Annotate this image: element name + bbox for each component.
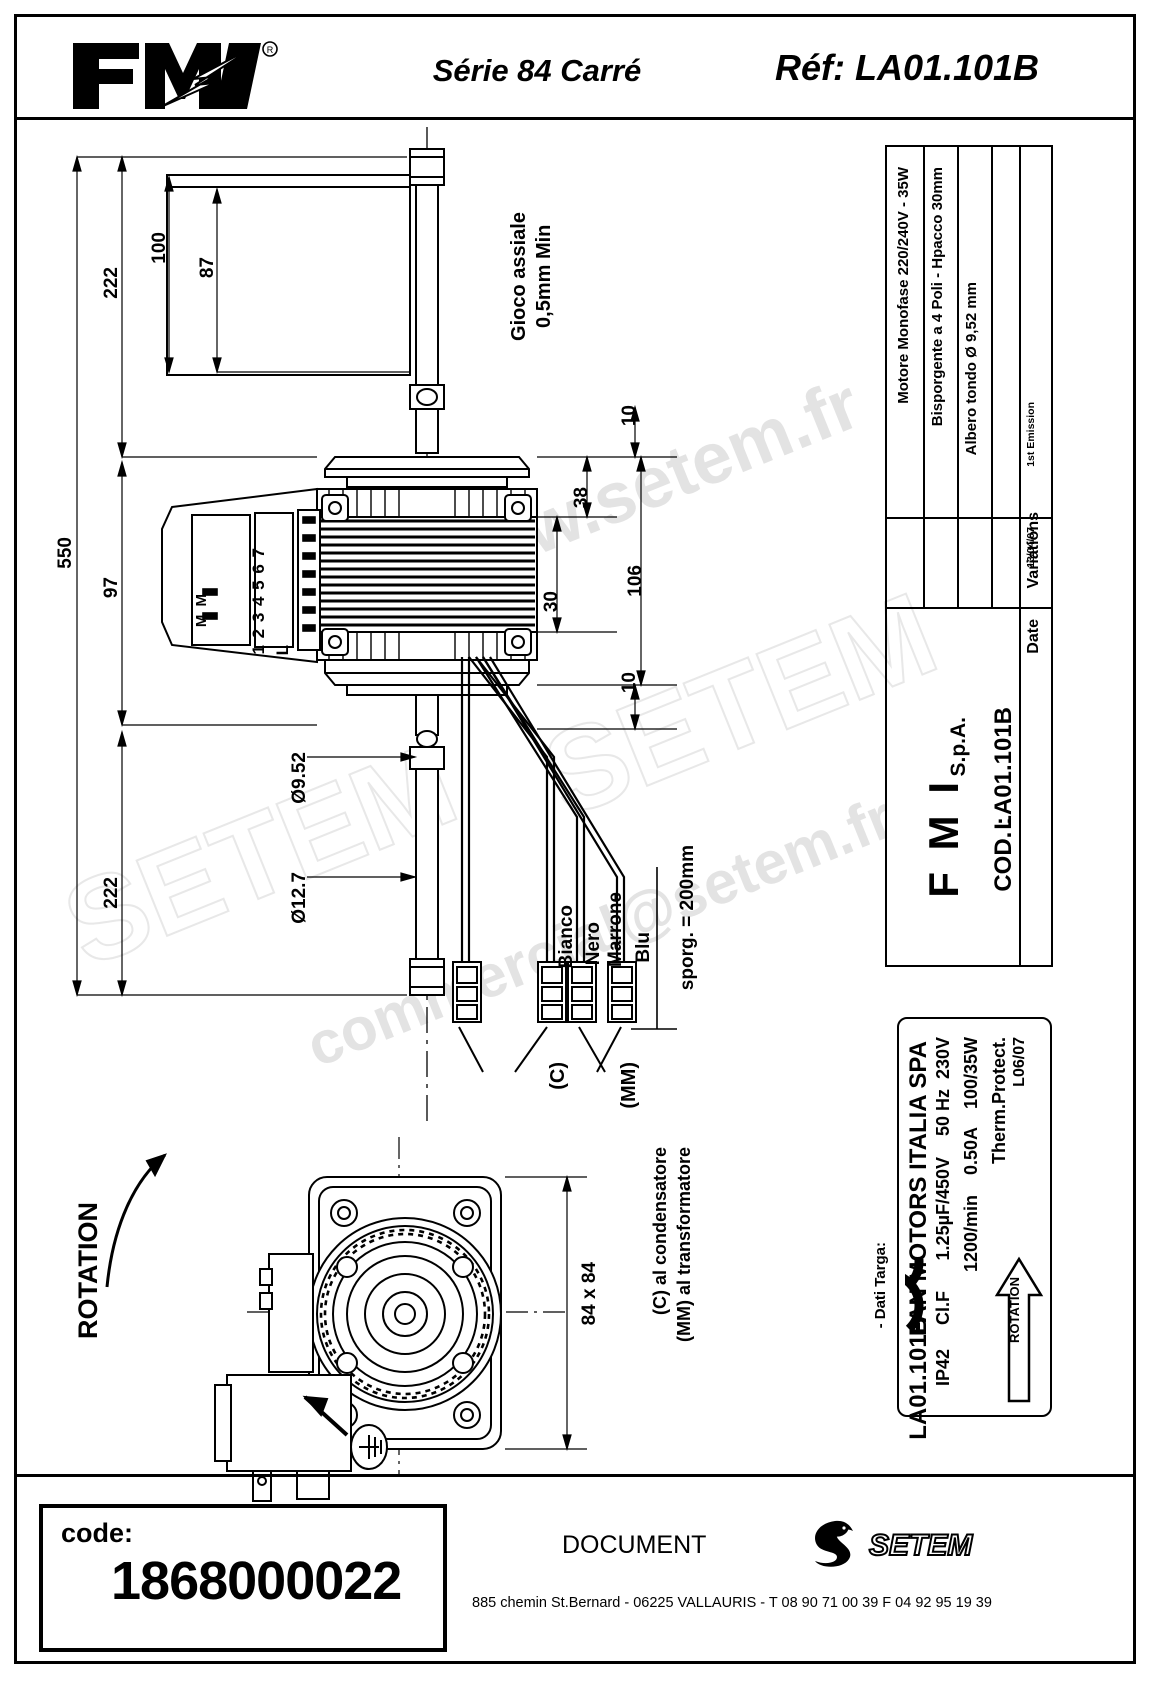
spec-company-suffix: S.p.A. xyxy=(947,717,970,777)
spec-revision: 1st Emission xyxy=(1025,402,1037,467)
drawing-sheet: www.setem.fr SETEM SETEM commercial@sete… xyxy=(14,14,1136,1664)
code-box: code: 1868000022 xyxy=(39,1504,447,1652)
technical-drawing-end-view xyxy=(105,1137,587,1502)
dim-222-top: 222 xyxy=(101,267,122,299)
nameplate-capacitor: 1.25µF/450V xyxy=(933,1157,953,1261)
dim-10-bottom: 10 xyxy=(619,672,640,694)
spec-row-shaft: Albero tondo Ø 9,52 mm xyxy=(963,282,980,456)
spec-row-motor: Motore Monofase 220/240V - 35W xyxy=(895,167,912,404)
wire-label-marrone: Marrone xyxy=(605,892,626,967)
label-rotation-left: ROTATION xyxy=(73,1202,103,1339)
spec-header-variations: Variations xyxy=(1025,512,1042,589)
note-axial-play: Gioco assiale 0,5mm Min xyxy=(507,212,557,341)
dim-222-bottom: 222 xyxy=(101,877,122,909)
spec-table: Motore Monofase 220/240V - 35W Bisporgen… xyxy=(885,145,1053,967)
nameplate-current: 0.50A xyxy=(961,1127,981,1176)
tag-c: (C) xyxy=(547,1062,569,1090)
technical-drawing-side-view xyxy=(72,127,677,1127)
note-axial-play-l1: Gioco assiale xyxy=(508,212,530,341)
nameplate-frequency: 50 Hz xyxy=(933,1089,953,1137)
page-title-series: Série 84 Carré xyxy=(432,53,642,88)
dim-100: 100 xyxy=(149,232,170,264)
dim-30: 30 xyxy=(541,591,562,613)
footer-address: 885 chemin St.Bernard - 06225 VALLAURIS … xyxy=(472,1595,992,1611)
dim-shaft-dia-952: Ø9.52 xyxy=(289,752,310,804)
nameplate-voltage: 230V xyxy=(933,1037,953,1080)
terminal-l-label: L xyxy=(273,645,292,656)
wire-label-bianco: Bianco xyxy=(556,905,577,969)
dim-84x84: 84 x 84 xyxy=(579,1262,600,1326)
setem-wordmark: SETEM xyxy=(869,1529,973,1562)
spec-company: F M I xyxy=(920,777,967,898)
wire-label-blu: Blu xyxy=(633,932,654,963)
setem-logo-icon: SETEM xyxy=(815,1520,974,1567)
dim-38: 38 xyxy=(571,487,592,509)
code-label: code: xyxy=(61,1518,134,1548)
nameplate-power: 100/35W xyxy=(961,1037,981,1110)
dim-550: 550 xyxy=(55,537,76,569)
dim-10-top: 10 xyxy=(619,405,640,427)
sheet-header: R Série 84 Carré Réf: LA01.101B xyxy=(17,17,1133,122)
svg-text:R: R xyxy=(267,45,274,55)
document-word: DOCUMENT xyxy=(562,1531,707,1559)
nameplate: FAN MOTORS ITALIA SPA LA01.101B 230V 50 … xyxy=(897,1017,1052,1440)
terminal-numbers: 1 2 3 4 5 6 7 xyxy=(249,547,268,655)
nameplate-speed: 1200/min xyxy=(961,1195,981,1273)
wire-label-nero: Nero xyxy=(583,922,604,966)
page-title-reference: Réf: LA01.101B xyxy=(774,47,1040,88)
fmi-logo-icon: R xyxy=(73,41,278,109)
rotation-arrow-icon xyxy=(994,1256,1044,1403)
dim-shaft-dia-127: Ø12.7 xyxy=(289,872,310,924)
ce-mark-icon xyxy=(905,1259,924,1333)
spec-row-poles: Bisporgente a 4 Poli - Hpacco 30mm xyxy=(929,167,946,427)
nameplate-batch: L06/07 xyxy=(1011,1037,1028,1087)
dim-106: 106 xyxy=(625,565,646,597)
terminal-mm-label: M M xyxy=(193,592,210,628)
dim-87: 87 xyxy=(197,257,218,279)
nameplate-rotation-label: ROTATION xyxy=(1007,1277,1022,1343)
nameplate-thermal: Therm.Protect. xyxy=(989,1037,1009,1165)
spec-cod-value: LA01.101B xyxy=(990,707,1017,830)
code-value: 1868000022 xyxy=(111,1551,402,1611)
spec-header-date: Date xyxy=(1025,619,1042,654)
note-axial-play-l2: 0,5mm Min xyxy=(533,224,555,329)
nameplate-caption: - Dati Targa: xyxy=(872,1242,889,1329)
tag-mm: (MM) xyxy=(618,1062,640,1109)
dim-97: 97 xyxy=(101,577,122,599)
note-lead-length: sporg. = 200mm xyxy=(677,845,698,991)
